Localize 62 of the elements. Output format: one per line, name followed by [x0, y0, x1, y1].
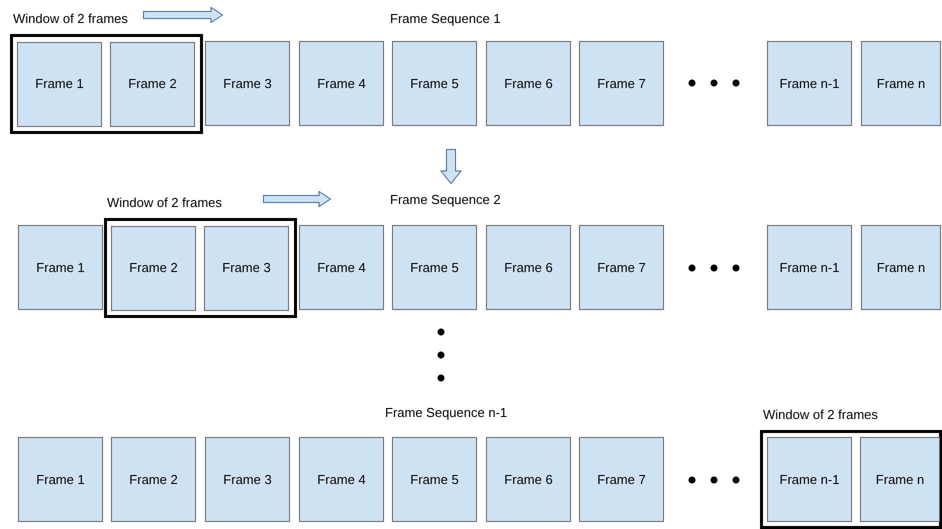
frame-box: [205, 41, 290, 126]
frame-label: Frame 7: [597, 74, 646, 93]
frame-label: Frame 6: [504, 470, 553, 489]
frame-box: [110, 42, 195, 126]
frame-label: Frame 1: [36, 470, 85, 489]
frame-box: [860, 437, 940, 522]
frame-box: [579, 437, 664, 522]
frame-box: [486, 225, 571, 310]
sequence-title: Frame Sequence n-1: [385, 404, 508, 422]
frame-box: [767, 437, 852, 522]
window-label: Window of 2 frames: [13, 10, 128, 28]
frame-label: Frame 7: [597, 470, 646, 489]
frame-box: [579, 41, 664, 126]
frame-box: [579, 225, 664, 310]
frame-label: Frame n: [876, 74, 926, 93]
frame-label: Frame 3: [223, 74, 272, 93]
frame-box: [486, 437, 571, 522]
frame-label: Frame 5: [410, 74, 459, 93]
frame-box: [299, 225, 384, 310]
frame-box: [18, 437, 103, 522]
frame-label: Frame 6: [504, 74, 553, 93]
frame-box: [392, 225, 477, 310]
frame-label: Frame n-1: [780, 258, 840, 277]
frame-box: [299, 41, 384, 126]
frame-label: Frame 2: [129, 259, 178, 278]
frame-label: Frame 7: [597, 258, 646, 277]
frame-label: Frame 1: [35, 75, 84, 94]
sequence-title: Frame Sequence 2: [390, 191, 501, 209]
frame-label: Frame 2: [129, 470, 178, 489]
frame-box: [17, 42, 102, 126]
frame-label: Frame 4: [317, 74, 366, 93]
frame-label: Frame 1: [36, 258, 85, 277]
frame-label: Frame n-1: [780, 470, 840, 489]
frame-label: Frame 3: [222, 259, 271, 278]
frame-box: [861, 41, 941, 126]
frame-label: Frame 4: [317, 258, 366, 277]
frame-box: [392, 437, 477, 522]
sequence-title: Frame Sequence 1: [390, 10, 501, 28]
frame-label: Frame n-1: [780, 74, 840, 93]
frame-label: Frame 5: [410, 470, 459, 489]
window-label: Window of 2 frames: [763, 406, 878, 424]
window-label: Window of 2 frames: [107, 194, 222, 212]
frame-label: Frame 5: [410, 258, 459, 277]
frame-label: Frame n: [876, 470, 924, 489]
frame-label: Frame 2: [128, 75, 177, 94]
frame-box: [486, 41, 571, 126]
frame-box: [299, 437, 384, 522]
frame-label: Frame 3: [223, 470, 272, 489]
frame-box: [392, 41, 477, 126]
frame-box: [111, 437, 196, 522]
block-arrow: [143, 7, 223, 23]
frame-box: [205, 437, 290, 522]
frame-box: [204, 226, 289, 310]
frame-box: [18, 225, 103, 310]
frame-label: Frame 6: [504, 258, 553, 277]
frame-box: [861, 225, 941, 310]
frame-box: [767, 41, 852, 126]
frame-box: [111, 226, 196, 310]
frame-label: Frame n: [876, 258, 926, 277]
frame-box: [767, 225, 852, 310]
frame-label: Frame 4: [317, 470, 366, 489]
block-arrow: [263, 191, 331, 207]
